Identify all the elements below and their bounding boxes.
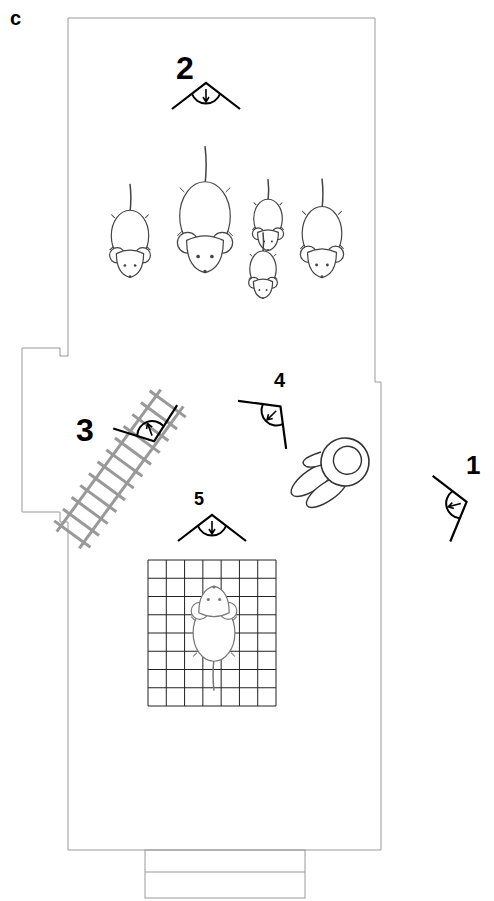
viewpoint-symbol <box>113 405 186 453</box>
mouse-figure <box>191 586 237 691</box>
room-outline <box>22 18 381 850</box>
viewpoint-symbol <box>178 515 246 541</box>
callout-number: 5 <box>194 490 204 508</box>
viewpoint-symbol <box>433 469 476 541</box>
callout-number: 3 <box>76 414 94 446</box>
callout-number: 4 <box>274 370 285 390</box>
mouse-figure <box>300 179 343 278</box>
panel-letter: c <box>10 8 21 28</box>
mouse-figure <box>252 179 283 251</box>
callout-number: 1 <box>466 452 480 478</box>
door <box>145 850 305 898</box>
viewpoint-symbol <box>172 83 240 109</box>
mouse-figure <box>249 232 278 298</box>
grid-floor <box>148 560 276 706</box>
callout-number: 2 <box>176 52 194 84</box>
ladder <box>54 390 185 549</box>
mouse-figure <box>110 184 151 278</box>
mouse-figure <box>177 146 232 273</box>
viewpoint-symbol <box>238 382 304 448</box>
hand <box>280 428 379 518</box>
door-step <box>145 872 305 873</box>
